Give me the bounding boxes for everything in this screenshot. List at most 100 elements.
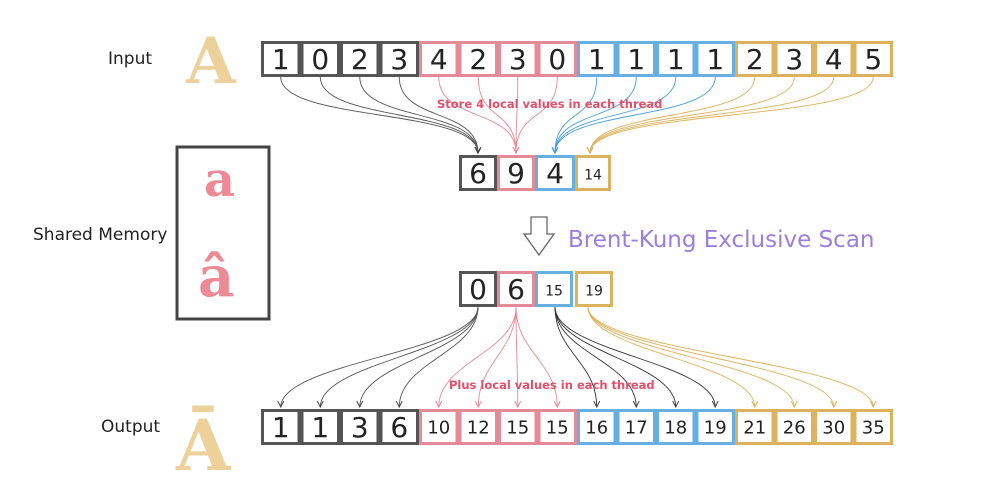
- output-cell: 10: [419, 409, 459, 445]
- output-cell-value: 21: [743, 418, 766, 439]
- scanned-cell-value: 15: [545, 284, 563, 300]
- output-cell: 18: [656, 409, 696, 445]
- output-cell: 30: [814, 409, 854, 445]
- local-sum-cell-box: [535, 155, 575, 191]
- output-cell-value: 19: [704, 418, 727, 439]
- input-cell-value: 3: [390, 43, 408, 76]
- local-sum-cell: 4: [535, 155, 575, 191]
- store-connector: [590, 76, 795, 153]
- output-cell-value: 26: [783, 418, 806, 439]
- plus-connectors: [281, 306, 874, 407]
- store-connector: [438, 76, 516, 153]
- input-cell-box: [537, 41, 577, 77]
- output-cell-value: 35: [862, 418, 885, 439]
- shared-bottom-symbol: â: [198, 244, 234, 310]
- output-cell-box: [774, 409, 814, 445]
- input-cell-value: 2: [746, 43, 764, 76]
- scanned-cell-box: [497, 271, 535, 307]
- input-cell-box: [735, 41, 775, 77]
- output-cell-box: [261, 409, 301, 445]
- output-cell: 1: [300, 409, 340, 445]
- input-cell-value: 0: [311, 43, 329, 76]
- plus-connector: [554, 306, 597, 407]
- plus-connector: [587, 306, 873, 407]
- local-sum-cell-box: [459, 155, 497, 191]
- plus-connector: [587, 306, 834, 407]
- plus-connector: [478, 306, 517, 407]
- input-cell: 1: [577, 41, 617, 77]
- output-cell: 17: [616, 409, 656, 445]
- input-cell: 1: [695, 41, 735, 77]
- input-cell-box: [261, 41, 301, 77]
- input-cell: 1: [656, 41, 696, 77]
- plus-connector: [360, 306, 479, 407]
- local-sum-cell: 14: [575, 155, 611, 191]
- output-cell-box: [853, 409, 893, 445]
- output-cell: 12: [458, 409, 498, 445]
- scanned-cell-value: 0: [469, 273, 487, 306]
- shared-top-symbol: a: [204, 152, 235, 208]
- local-sum-cell-value: 4: [546, 157, 564, 190]
- input-label: Input: [108, 49, 152, 69]
- scanned-cell-value: 19: [585, 284, 603, 300]
- input-cell: 4: [814, 41, 854, 77]
- input-cell: 2: [735, 41, 775, 77]
- store-connector: [359, 76, 478, 153]
- output-cell-box: [379, 409, 419, 445]
- input-cell-box: [498, 41, 538, 77]
- input-cell-value: 3: [785, 43, 803, 76]
- output-cell-box: [735, 409, 775, 445]
- input-cell-box: [616, 41, 656, 77]
- output-cell-value: 3: [351, 411, 369, 444]
- output-cell: 21: [735, 409, 775, 445]
- input-cell: 3: [379, 41, 419, 77]
- output-cell: 26: [774, 409, 814, 445]
- input-cell: 0: [300, 41, 340, 77]
- store-connectors: [280, 76, 874, 153]
- input-cell-value: 1: [706, 43, 724, 76]
- scanned-cell-value: 6: [507, 273, 525, 306]
- output-cell-value: 16: [585, 418, 608, 439]
- output-cell: 15: [498, 409, 538, 445]
- plus-note: Plus local values in each thread: [449, 378, 655, 392]
- store-connector: [555, 76, 637, 153]
- input-cell-box: [853, 41, 893, 77]
- store-connector: [516, 76, 518, 153]
- output-cell-value: 18: [664, 418, 687, 439]
- store-connector: [590, 76, 835, 153]
- input-cell: 0: [537, 41, 577, 77]
- input-cell: 1: [261, 41, 301, 77]
- output-cell: 6: [379, 409, 419, 445]
- output-cell-value: 15: [506, 418, 529, 439]
- plus-connector: [281, 306, 479, 407]
- input-cell-box: [300, 41, 340, 77]
- input-cell-value: 1: [627, 43, 645, 76]
- input-cell-box: [419, 41, 459, 77]
- plus-connector: [587, 306, 755, 407]
- plus-connector: [554, 306, 715, 407]
- input-cell-value: 1: [588, 43, 606, 76]
- scanned-cell: 0: [459, 271, 497, 307]
- output-cell-box: [340, 409, 380, 445]
- input-cell-value: 4: [430, 43, 448, 76]
- input-cell-value: 3: [509, 43, 527, 76]
- down-arrow-icon: [522, 216, 556, 257]
- input-cell-box: [695, 41, 735, 77]
- input-cell: 3: [498, 41, 538, 77]
- scanned-cell: 15: [535, 271, 573, 307]
- input-cell-box: [577, 41, 617, 77]
- output-cell-value: 30: [822, 418, 845, 439]
- local-sum-cell-value: 14: [584, 168, 602, 184]
- input-cell-box: [458, 41, 498, 77]
- output-cell-box: [537, 409, 577, 445]
- local-sum-cell-box: [497, 155, 535, 191]
- input-cell-value: 5: [864, 43, 882, 76]
- output-cell-box: [498, 409, 538, 445]
- output-cell-box: [814, 409, 854, 445]
- shared-memory-box: [175, 145, 271, 321]
- store-connector: [555, 76, 598, 153]
- output-cell: 16: [577, 409, 617, 445]
- local-sum-cell-value: 6: [469, 157, 487, 190]
